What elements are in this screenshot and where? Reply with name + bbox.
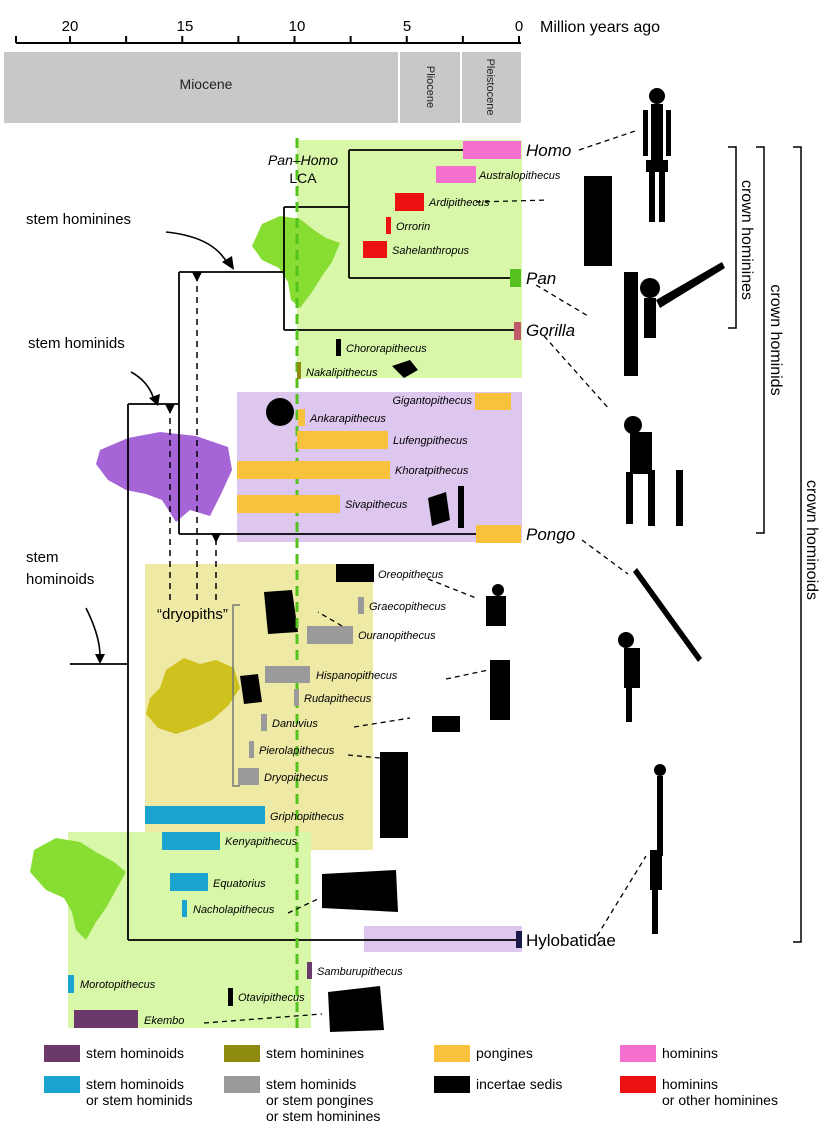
taxon-nakalipithecus: Nakalipithecus <box>306 367 378 379</box>
crown-hominoids-bracket <box>793 146 802 943</box>
legend-label: or stem pongines <box>266 1092 373 1108</box>
taxon-ardipithecus: Ardipithecus <box>428 197 490 209</box>
clade-homo: Homo <box>526 141 571 160</box>
taxon-oreopithecus: Oreopithecus <box>378 569 444 581</box>
lca-label-line1: Pan–Homo <box>268 152 338 168</box>
taxon-ekembo: Ekembo <box>144 1015 184 1027</box>
taxon-australopithecus: Australopithecus <box>478 170 561 182</box>
taxon-griphopithecus: Griphopithecus <box>270 811 344 823</box>
taxon-equatorius: Equatorius <box>213 878 266 890</box>
legend-label: hominins <box>662 1076 718 1092</box>
clade-pan: Pan <box>526 269 556 288</box>
legend-swatch <box>44 1045 80 1062</box>
stem-hominoids-label-2: hominoids <box>26 571 94 588</box>
legend: stem hominoids stem hominines pongines homi… <box>44 1045 778 1124</box>
pleistocene-label: Pleistocene <box>484 59 496 116</box>
legend-swatch <box>620 1045 656 1062</box>
pleistocene-bar <box>462 52 521 123</box>
tick-0: 0 <box>515 18 523 35</box>
tick-5: 5 <box>403 18 411 35</box>
tick-20: 20 <box>62 18 79 35</box>
crown-hominines-label: crown hominines <box>738 180 755 300</box>
taxon-otavipithecus: Otavipithecus <box>238 992 305 1004</box>
dryopith-bracket <box>232 604 240 787</box>
asia-map <box>96 432 232 522</box>
silhouette-connectors <box>203 129 647 1024</box>
miocene-label: Miocene <box>180 76 233 92</box>
africa-map-top <box>252 216 340 308</box>
taxon-pierolapithecus: Pierolapithecus <box>259 745 335 757</box>
stem-hominoids-label-1: stem <box>26 549 59 566</box>
taxon-gigantopithecus: Gigantopithecus <box>393 395 473 407</box>
stem-hominines-label: stem hominines <box>26 211 131 228</box>
taxon-ouranopithecus: Ouranopithecus <box>358 630 436 642</box>
africa-map-bottom <box>30 838 126 940</box>
axis-ticks <box>15 36 520 43</box>
taxon-khoratpithecus: Khoratpithecus <box>395 465 469 477</box>
crown-hominoids-label: crown hominoids <box>803 480 820 600</box>
legend-label: stem hominines <box>266 1045 364 1061</box>
lca-label-line2: LCA <box>289 170 317 186</box>
dryopith-dashed-arrows <box>169 280 217 600</box>
dryopiths-label: “dryopiths” <box>157 606 228 623</box>
taxon-morotopithecus: Morotopithecus <box>80 979 156 991</box>
africa-recent-region <box>297 140 522 378</box>
hylobatid-region <box>364 926 522 952</box>
clade-hylobatidae: Hylobatidae <box>526 931 616 950</box>
taxon-sahelanthropus: Sahelanthropus <box>392 245 470 257</box>
tick-15: 15 <box>177 18 194 35</box>
crown-hominids-bracket <box>756 146 765 534</box>
taxon-hispanopithecus: Hispanopithecus <box>316 670 398 682</box>
taxon-danuvius: Danuvius <box>272 718 318 730</box>
pliocene-bar <box>400 52 460 123</box>
legend-label: or stem hominines <box>266 1108 380 1124</box>
taxon-samburupithecus: Samburupithecus <box>317 966 403 978</box>
legend-swatch <box>44 1076 80 1093</box>
arrowheads <box>95 256 234 664</box>
taxon-dryopithecus: Dryopithecus <box>264 772 329 784</box>
legend-label: stem hominoids <box>86 1076 184 1092</box>
legend-swatch <box>434 1045 470 1062</box>
legend-label: hominins <box>662 1045 718 1061</box>
taxon-chororapithecus: Chororapithecus <box>346 343 427 355</box>
tree-branches <box>70 149 520 941</box>
crown-hominids-label: crown hominids <box>767 284 784 395</box>
legend-label: stem hominoids <box>86 1045 184 1061</box>
legend-label: stem hominids <box>266 1076 356 1092</box>
legend-label: or stem hominids <box>86 1092 193 1108</box>
legend-swatch <box>434 1076 470 1093</box>
axis-title: Million years ago <box>540 19 660 36</box>
taxon-kenyapithecus: Kenyapithecus <box>225 836 298 848</box>
clade-gorilla: Gorilla <box>526 321 575 340</box>
legend-swatch <box>224 1076 260 1093</box>
skeleton-silhouettes <box>240 88 725 1032</box>
taxon-range-bars <box>68 141 522 1028</box>
legend-swatch <box>620 1076 656 1093</box>
miocene-bar <box>4 52 398 123</box>
legend-swatch <box>224 1045 260 1062</box>
taxon-nacholapithecus: Nacholapithecus <box>193 904 275 916</box>
taxon-sivapithecus: Sivapithecus <box>345 499 408 511</box>
taxon-orrorin: Orrorin <box>396 221 430 233</box>
europe-map <box>146 658 240 734</box>
legend-label: pongines <box>476 1045 533 1061</box>
legend-label: incertae sedis <box>476 1076 562 1092</box>
pliocene-label: Pliocene <box>424 66 436 108</box>
legend-label: or other hominines <box>662 1092 778 1108</box>
taxon-ankarapithecus: Ankarapithecus <box>309 413 386 425</box>
taxon-rudapithecus: Rudapithecus <box>304 693 372 705</box>
stem-hominids-label: stem hominids <box>28 335 125 352</box>
taxon-lufengpithecus: Lufengpithecus <box>393 435 468 447</box>
clade-pongo: Pongo <box>526 525 575 544</box>
taxon-graecopithecus: Graecopithecus <box>369 601 447 613</box>
tick-10: 10 <box>289 18 306 35</box>
crown-hominines-bracket <box>728 146 737 329</box>
